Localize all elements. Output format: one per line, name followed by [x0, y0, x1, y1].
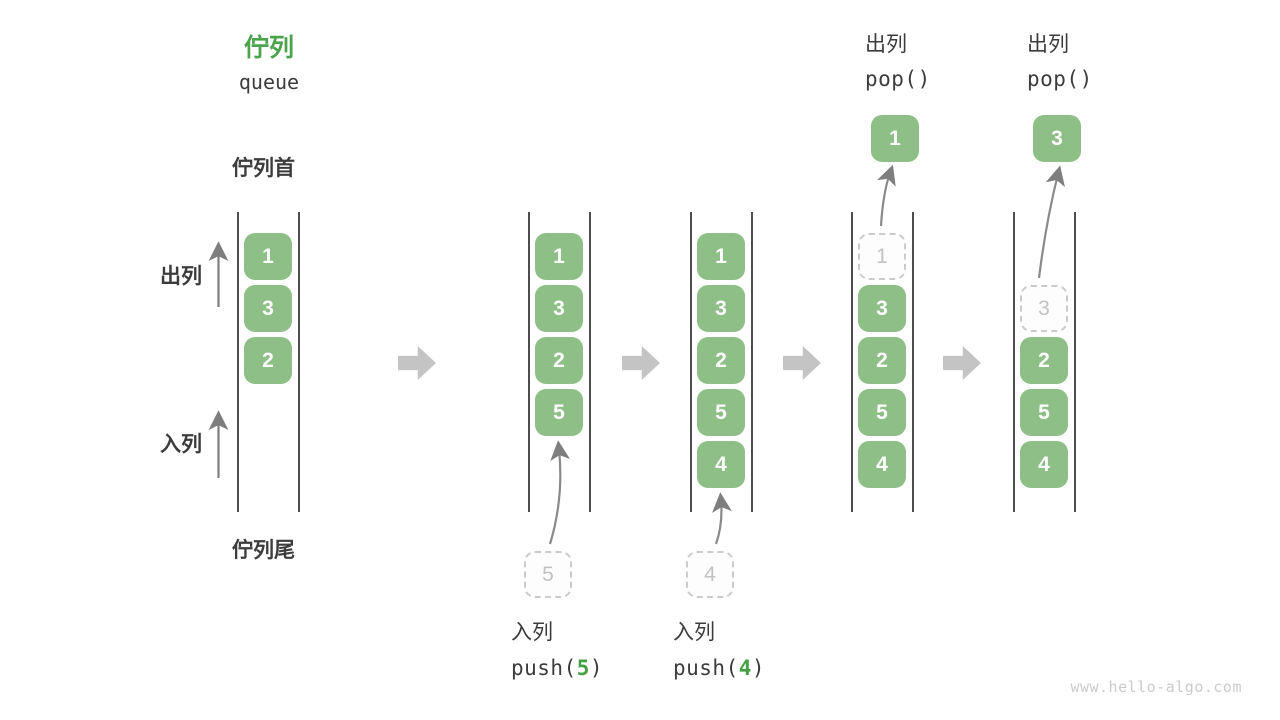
step-arrow-icon	[622, 346, 660, 380]
watermark: www.hello-algo.com	[1070, 678, 1242, 696]
queue-front-label: 佇列首	[232, 157, 295, 180]
pop-code-label: pop()	[865, 67, 931, 91]
queue-item: 5	[1020, 389, 1068, 436]
queue-item: 3	[858, 285, 906, 332]
queue-channel-line	[528, 212, 530, 512]
pop-1-arrow-icon	[877, 164, 896, 227]
queue-channel-line	[690, 212, 692, 512]
queue-item: 2	[697, 337, 745, 384]
enqueue-op-label: 入列	[673, 621, 715, 644]
queue-item-dashed: 3	[1020, 285, 1068, 332]
queue-item: 5	[697, 389, 745, 436]
diagram-title-zh: 佇列	[243, 34, 294, 62]
queue-item: 3	[535, 285, 583, 332]
queue-channel-line	[912, 212, 914, 512]
queue-item: 3	[697, 285, 745, 332]
queue-channel-line	[237, 212, 239, 512]
popped-item: 3	[1033, 115, 1081, 162]
queue-item: 2	[1020, 337, 1068, 384]
queue-item: 1	[535, 233, 583, 280]
queue-item: 4	[697, 441, 745, 488]
queue-channel-line	[1074, 212, 1076, 512]
popped-item: 1	[871, 115, 919, 162]
queue-item-dashed: 1	[858, 233, 906, 280]
diagram-title-en: queue	[238, 70, 300, 94]
queue-item: 4	[1020, 441, 1068, 488]
queue-item: 5	[535, 389, 583, 436]
push-arg-value: 5	[576, 656, 590, 680]
queue-channel-line	[298, 212, 300, 512]
queue-item: 1	[244, 233, 292, 280]
step-arrow-icon	[783, 346, 821, 380]
queue-channel-line	[751, 212, 753, 512]
push-code-label: push(5)	[511, 656, 604, 680]
queue-item: 2	[535, 337, 583, 384]
step-arrow-icon	[398, 346, 436, 380]
enqueue-op-label: 入列	[511, 621, 553, 644]
queue-item: 2	[244, 337, 292, 384]
push-code-label: push(4)	[673, 656, 766, 680]
queue-item: 3	[244, 285, 292, 332]
push-5-arrow-icon	[548, 440, 570, 545]
dequeue-op-label: 出列	[1027, 33, 1069, 56]
queue-item: 1	[697, 233, 745, 280]
queue-item: 4	[858, 441, 906, 488]
step-arrow-icon	[943, 346, 981, 380]
dequeue-op-label: 出列	[865, 33, 907, 56]
dequeue-side-label: 出列	[160, 265, 202, 288]
queue-channel-line	[589, 212, 591, 512]
pop-code-label: pop()	[1027, 67, 1093, 91]
pop-3-arrow-icon	[1037, 165, 1065, 279]
enqueue-side-label: 入列	[160, 433, 202, 456]
staged-item: 5	[524, 551, 572, 598]
push-4-arrow-icon	[712, 492, 732, 545]
queue-channel-line	[1013, 212, 1015, 512]
queue-item: 5	[858, 389, 906, 436]
queue-channel-line	[851, 212, 853, 512]
staged-item: 4	[686, 551, 734, 598]
queue-item: 2	[858, 337, 906, 384]
queue-rear-label: 佇列尾	[232, 539, 295, 562]
push-arg-value: 4	[738, 656, 752, 680]
